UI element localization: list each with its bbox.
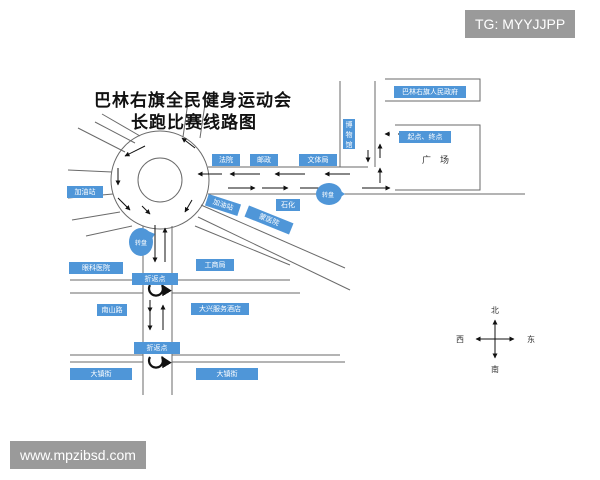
label-mtn-road: 南山路 (97, 304, 127, 316)
compass-west: 西 (456, 335, 464, 344)
roundabout-sign-tail (141, 228, 155, 256)
compass (475, 319, 515, 359)
label-daxing-service: 大兴服务酒店 (191, 303, 249, 315)
map-title-line1: 巴林右旗全民健身运动会 (94, 91, 292, 111)
u-turn-markers (147, 284, 172, 369)
road-lines (67, 78, 525, 395)
east-sign-tail (329, 183, 345, 205)
label-gas-station-west: 加油站 (67, 186, 103, 198)
label-court: 法院 (212, 154, 240, 166)
label-dazhen-east: 大镇街 (196, 368, 258, 380)
label-icbc: 工商局 (196, 259, 234, 271)
compass-east: 东 (527, 335, 535, 344)
label-eye-hospital: 眼科医院 (69, 262, 123, 274)
label-postal: 邮政 (250, 154, 278, 166)
compass-south: 南 (491, 365, 499, 374)
label-sinopec: 石化 (276, 199, 300, 211)
label-start-finish: 起点、终点 (399, 131, 451, 143)
round-signs (129, 183, 345, 256)
label-sports-bureau: 文体局 (299, 154, 337, 166)
label-turn-point-1: 折返点 (132, 273, 178, 285)
compass-north: 北 (491, 306, 499, 315)
gov-block (385, 78, 481, 102)
label-east-sign: 转盘 (322, 192, 335, 199)
map-title-line2: 长跑比赛线路图 (131, 113, 257, 133)
label-dazhen-west: 大镇街 (70, 368, 132, 380)
cross-street-2 (70, 354, 345, 363)
u-turn-1 (147, 284, 172, 297)
road-nw (77, 113, 141, 153)
watermark-bottom: www.mpzibsd.com (10, 441, 146, 469)
road-se-3 (194, 225, 291, 266)
road-sw (71, 211, 133, 237)
road-se-1 (200, 204, 346, 269)
roundabout-inner (137, 157, 183, 203)
u-turn-2 (147, 356, 172, 369)
label-museum: 博物馆 (343, 119, 355, 149)
watermark-top: TG: MYYJJPP (465, 10, 576, 38)
label-gov: 巴林右旗人民政府 (394, 86, 466, 98)
cross-street-1 (70, 279, 300, 294)
road-north (182, 101, 206, 139)
label-plaza: 广 场 (422, 156, 450, 166)
plaza-block (395, 124, 481, 191)
roundabout-outer (110, 130, 210, 230)
road-se-2 (197, 216, 351, 291)
label-turn-point-2: 折返点 (134, 342, 180, 354)
label-roundabout-sign: 转盘 (135, 240, 148, 247)
